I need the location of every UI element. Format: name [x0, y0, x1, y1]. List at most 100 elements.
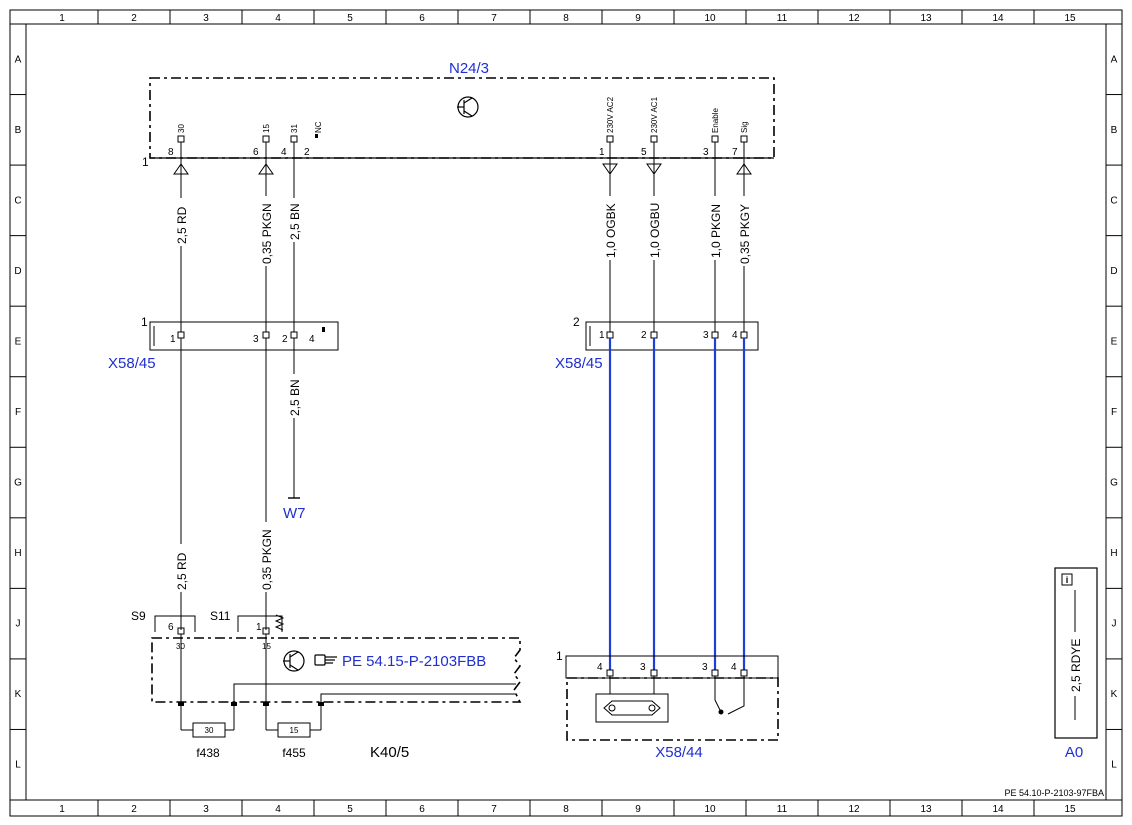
pin-number: 2	[641, 330, 647, 341]
pin-name-230v-ac2: 230V AC2	[606, 96, 615, 133]
grid-row-label: J	[1112, 619, 1117, 630]
grid-column-label: 3	[203, 804, 209, 815]
pin-contacts	[177, 134, 748, 143]
pin-number: 3	[702, 662, 708, 673]
grid-column-label: 11	[777, 804, 788, 815]
fuse-f455[interactable]	[277, 722, 311, 738]
fuse-f438[interactable]	[192, 722, 226, 738]
grid-column-label: 14	[992, 13, 1004, 24]
grid-row-ticks	[10, 94, 1122, 730]
fuse-f438-label: f438	[196, 746, 220, 760]
module-n24-3-title: N24/3	[449, 60, 489, 77]
switch-icon	[714, 676, 745, 715]
pin-name-30: 30	[177, 124, 186, 133]
pin-number: 8	[168, 147, 174, 158]
component-a0-label: A0	[1065, 744, 1083, 761]
pin-number: 3	[703, 147, 709, 158]
grid-row-label: G	[1110, 478, 1118, 489]
transistor-icon	[457, 96, 479, 118]
connector-x58-44-label: X58/44	[655, 744, 703, 761]
grid-column-label: 1	[59, 13, 65, 24]
connector-x58-45-left-label: X58/45	[108, 355, 156, 372]
grid-column-label: 5	[347, 13, 353, 24]
pin-number: 3	[703, 330, 709, 341]
wire-label-2-5-rd: 2,5 RD	[175, 206, 189, 244]
module-n24-3[interactable]: N24/3 1 30 15 31 NC 230V AC2 230V AC1 En…	[142, 60, 775, 169]
connector-x58-44[interactable]: 1 4 3 3 4 X58/44	[556, 649, 779, 761]
pin-number: 1	[170, 334, 176, 345]
connector-corner-pin: 1	[556, 649, 563, 663]
grid-row-label: B	[15, 125, 22, 136]
wire-label-2-5-bn-ground: 2,5 BN	[288, 379, 302, 416]
grid-column-ticks	[97, 10, 1035, 816]
grid-row-label: B	[1111, 125, 1118, 136]
sheet-frame	[9, 9, 1123, 817]
grid-row-label: A	[1111, 54, 1118, 65]
pin-number: 1	[256, 622, 262, 633]
pin-number: 6	[253, 147, 259, 158]
pin-number: 1	[599, 330, 605, 341]
grid-column-label: 1	[59, 804, 65, 815]
info-icon: i	[1066, 575, 1069, 585]
grid-column-label: 6	[419, 13, 425, 24]
grid-column-label: 12	[848, 13, 860, 24]
module-n24-3-corner-pin: 1	[142, 155, 149, 169]
wire-label-0-35-pkgn: 0,35 PKGN	[260, 203, 274, 264]
wire-label-1-0-pkgn: 1,0 PKGN	[709, 204, 723, 258]
pin-number: 3	[253, 334, 259, 345]
pin-number: 3	[640, 662, 646, 673]
pin-number: 4	[732, 330, 738, 341]
hand-pointer-icon	[314, 654, 337, 666]
grid-row-label: C	[1110, 195, 1117, 206]
grid-column-label: 7	[491, 804, 497, 815]
grid-column-label: 11	[777, 13, 788, 24]
blue-wires	[608, 338, 746, 670]
s11-label: S11	[210, 609, 231, 623]
connector-corner-pin: 1	[141, 315, 148, 329]
grid-row-label: L	[15, 760, 21, 771]
grid-row-label: E	[1111, 336, 1118, 347]
grid-column-label: 4	[275, 13, 281, 24]
grid-row-label: D	[1110, 266, 1117, 277]
wire-label-0-35-pkgy: 0,35 PKGY	[738, 204, 752, 264]
grid-row-label: H	[1110, 548, 1117, 559]
socket-outlet-icon	[595, 676, 669, 723]
grid-column-label: 12	[848, 804, 860, 815]
component-a0[interactable]: i 2,5 RDYE A0	[1054, 567, 1098, 761]
grid-column-label: 10	[704, 804, 716, 815]
pin-name-15: 15	[262, 124, 271, 133]
grid-column-labels: 1122334455667788991010111112121313141415…	[59, 13, 1076, 815]
fuse-f438-value: 30	[205, 726, 214, 735]
connector-x58-45-left[interactable]: 1 X58/45 1 3 2 4	[108, 315, 339, 372]
pin-number: 6	[168, 622, 174, 633]
grid-column-label: 4	[275, 804, 281, 815]
grid-column-label: 8	[563, 804, 569, 815]
grid-row-label: F	[15, 407, 21, 418]
wire-label-1-0-ogbu: 1,0 OGBU	[648, 203, 662, 258]
wire-label-2-5-rd-lower: 2,5 RD	[175, 552, 189, 590]
pin-number: 2	[304, 147, 310, 158]
grid-column-label: 3	[203, 13, 209, 24]
wire-direction-arrows	[173, 163, 752, 175]
reference-link[interactable]: PE 54.15-P-2103FBB	[342, 653, 486, 670]
grid-column-label: 8	[563, 13, 569, 24]
grid-column-label: 6	[419, 804, 425, 815]
terminal-15: 15	[262, 642, 271, 651]
pin-number: 4	[597, 662, 603, 673]
grid-column-label: 2	[131, 13, 137, 24]
grid-column-label: 9	[635, 13, 641, 24]
pin-name-nc: NC	[314, 121, 323, 133]
pin-number: 4	[731, 662, 737, 673]
lower-left-wires	[180, 338, 300, 630]
grid-row-label: C	[14, 195, 21, 206]
module-k40-5[interactable]: S9 S11 6 1 30 15 PE 54.15-P-2103FBB	[131, 609, 522, 761]
wire-label-2-5-bn: 2,5 BN	[288, 203, 302, 240]
connector-x58-45-right[interactable]: 2 X58/45 1 2 3 4	[555, 315, 759, 372]
grid-column-label: 2	[131, 804, 137, 815]
grid-row-label: J	[16, 619, 21, 630]
grid-row-label: K	[15, 689, 22, 700]
grid-row-label: D	[14, 266, 21, 277]
wire-label-2-5-rdye: 2,5 RDYE	[1069, 639, 1083, 692]
grid-row-label: K	[1111, 689, 1118, 700]
